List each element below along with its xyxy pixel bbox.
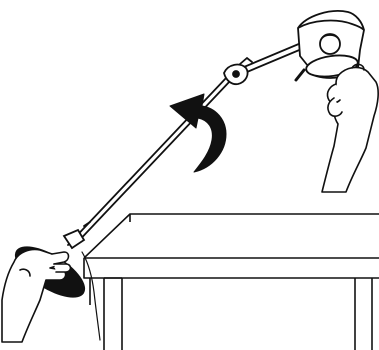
hand-icon (2, 250, 71, 343)
table-top-back-edge (84, 214, 379, 258)
rotation-arrow (170, 94, 226, 172)
right-hand-palm (322, 68, 378, 193)
elbow-knob (233, 71, 239, 77)
curved-arrow-icon (170, 94, 226, 172)
table (84, 214, 379, 350)
left-hand-finger-2 (54, 264, 71, 272)
elbow-spring (240, 58, 252, 64)
lamp-arm (64, 38, 316, 340)
left-hand-finger-1 (52, 252, 69, 264)
table-top-thickness (84, 258, 379, 278)
hand-icon (322, 64, 378, 192)
base-joint (64, 230, 84, 248)
shade-handle (296, 70, 304, 80)
